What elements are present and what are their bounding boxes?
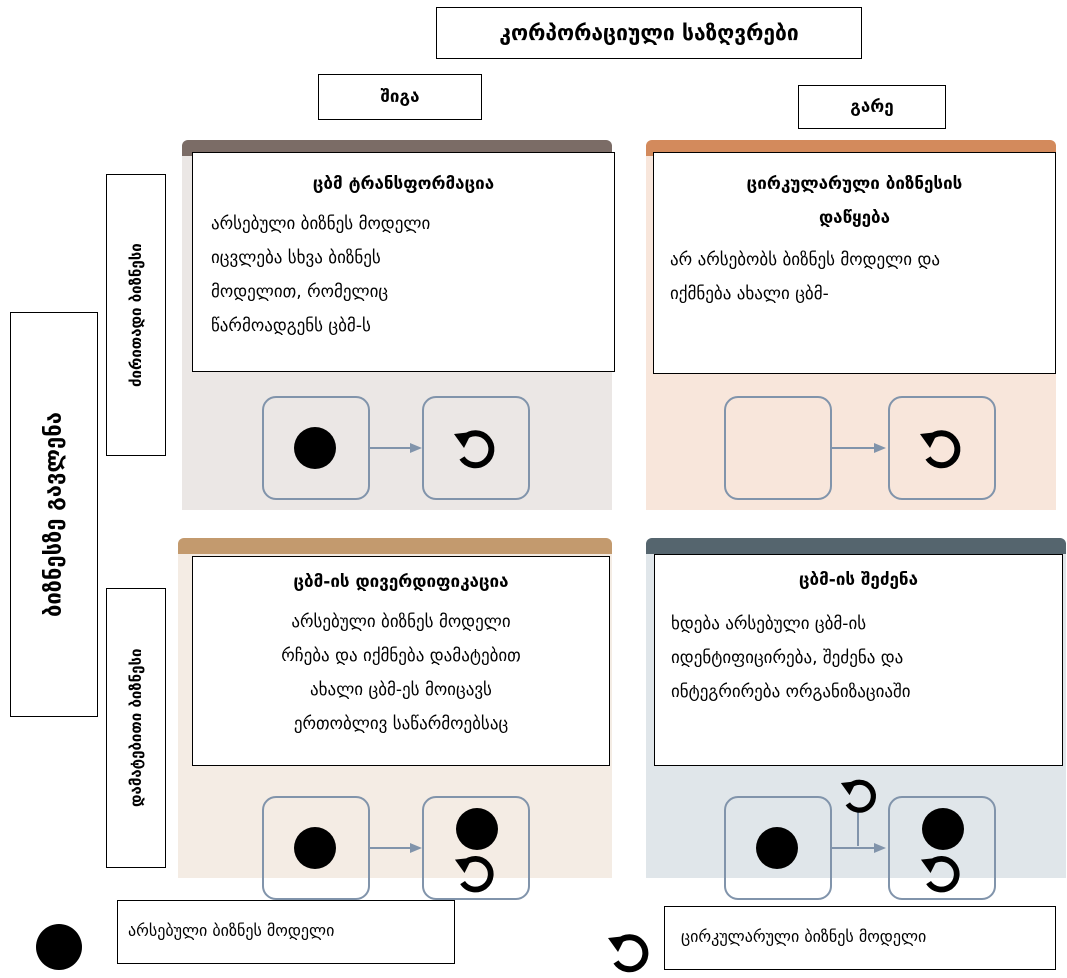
card-diversification: ცბმ-ის დივერდიფიკაცია არსებული ბიზნეს მო… <box>192 556 610 766</box>
side-label-box: ბიზნესზე გავლენა <box>10 312 98 717</box>
incoming-connector <box>857 810 859 846</box>
existing-model-icon <box>294 827 336 869</box>
card-line: მოდელით, რომელიც <box>211 282 389 302</box>
existing-model-slot <box>262 796 370 900</box>
card-title: ცბმ-ის დივერდიფიკაცია <box>293 572 509 592</box>
combined-model-slot <box>422 796 530 900</box>
quadrant-header-bar <box>178 538 612 554</box>
circular-model-slot <box>422 396 530 500</box>
legend-circular-label: ცირკულარული ბიზნეს მოდელი <box>664 906 1056 970</box>
legend-circular-icon <box>608 934 649 973</box>
card-line: ახალი ცბმ-ეს მოიცავს <box>310 680 492 700</box>
circular-model-icon <box>920 856 960 893</box>
card-line: არ არსებობს ბიზნეს მოდელი და <box>670 250 941 270</box>
card-line: ერთობლივ საწარმოებსაც <box>293 714 509 734</box>
card-line: იცვლება სხვა ბიზნეს <box>211 248 381 268</box>
card-line: იქმნება ახალი ცბმ- <box>670 284 829 304</box>
existing-model-slot <box>724 796 832 900</box>
card-description: არსებული ბიზნეს მოდელი რჩება და იქმნება … <box>193 605 609 741</box>
column-header-internal: შიგა <box>318 74 482 120</box>
arrow-right-icon <box>832 443 886 453</box>
card-description: ხდება არსებული ცბმ-ის იდენტიფიცირება, შე… <box>655 607 1062 709</box>
card-circular-start: ცირკულარული ბიზნესის დაწყება არ არსებობს… <box>653 152 1056 374</box>
existing-model-icon <box>756 827 798 869</box>
card-description: არ არსებობს ბიზნეს მოდელი და იქმნება ახა… <box>654 243 1055 311</box>
card-acquisition: ცბმ-ის შეძენა ხდება არსებული ცბმ-ის იდენ… <box>654 554 1063 766</box>
card-line: ხდება არსებული ცბმ-ის <box>671 614 867 634</box>
row-label-bottom-box: დამატებითი ბიზნესი <box>106 588 166 868</box>
legend-existing-text: არსებული ბიზნეს მოდელი <box>128 921 335 940</box>
circular-model-icon <box>454 856 494 893</box>
existing-model-icon <box>456 808 498 850</box>
card-title-line: ცირკულარული ბიზნესის <box>746 174 963 194</box>
existing-model-icon <box>922 808 964 850</box>
circular-model-slot <box>888 396 996 500</box>
arrow-right-icon <box>832 843 886 853</box>
card-description: არსებული ბიზნეს მოდელი იცვლება სხვა ბიზნ… <box>193 207 614 343</box>
card-title: ცირკულარული ბიზნესის დაწყება <box>654 167 1055 235</box>
side-label: ბიზნესზე გავლენა <box>41 412 67 617</box>
diagram-title-text: კორპორაციული საზღვრები <box>499 21 799 45</box>
row-label-top-box: ძირითადი ბიზნესი <box>106 174 166 456</box>
existing-model-slot <box>262 396 370 500</box>
card-line: რჩება და იქმნება დამატებით <box>281 646 521 666</box>
card-line: არსებული ბიზნეს მოდელი <box>211 214 431 234</box>
row-label-bottom: დამატებითი ბიზნესი <box>127 648 145 808</box>
card-title: ცბმ-ის შეძენა <box>798 570 919 590</box>
card-line: წარმოადგენს ცბმ-ს <box>211 316 371 336</box>
legend-circular-text: ცირკულარული ბიზნეს მოდელი <box>681 927 927 946</box>
card-line: არსებული ბიზნეს მოდელი <box>291 612 511 632</box>
column-header-internal-text: შიგა <box>380 87 420 107</box>
column-header-external-text: გარე <box>850 97 894 117</box>
quadrant-header-bar <box>646 538 1066 554</box>
acquired-circular-model-icon <box>840 779 876 813</box>
card-title-line: დაწყება <box>818 208 890 228</box>
empty-slot <box>724 396 832 500</box>
legend-existing-icon <box>36 924 82 970</box>
card-line: იდენტიფიცირება, შეძენა და <box>671 648 904 668</box>
card-line: ინტეგრირება ორგანიზაციაში <box>671 682 911 702</box>
arrow-right-icon <box>370 443 422 453</box>
legend-existing-label: არსებული ბიზნეს მოდელი <box>117 900 455 964</box>
circular-model-icon <box>454 430 495 469</box>
card-transformation: ცბმ ტრანსფორმაცია არსებული ბიზნეს მოდელი… <box>192 152 615 372</box>
existing-model-icon <box>294 427 336 469</box>
row-label-top: ძირითადი ბიზნესი <box>127 243 145 387</box>
arrow-right-icon <box>370 843 422 853</box>
card-title: ცბმ ტრანსფორმაცია <box>312 174 495 194</box>
column-header-external: გარე <box>798 85 946 129</box>
circular-model-icon <box>920 430 961 469</box>
combined-model-slot <box>888 796 996 900</box>
diagram-title: კორპორაციული საზღვრები <box>436 7 862 59</box>
